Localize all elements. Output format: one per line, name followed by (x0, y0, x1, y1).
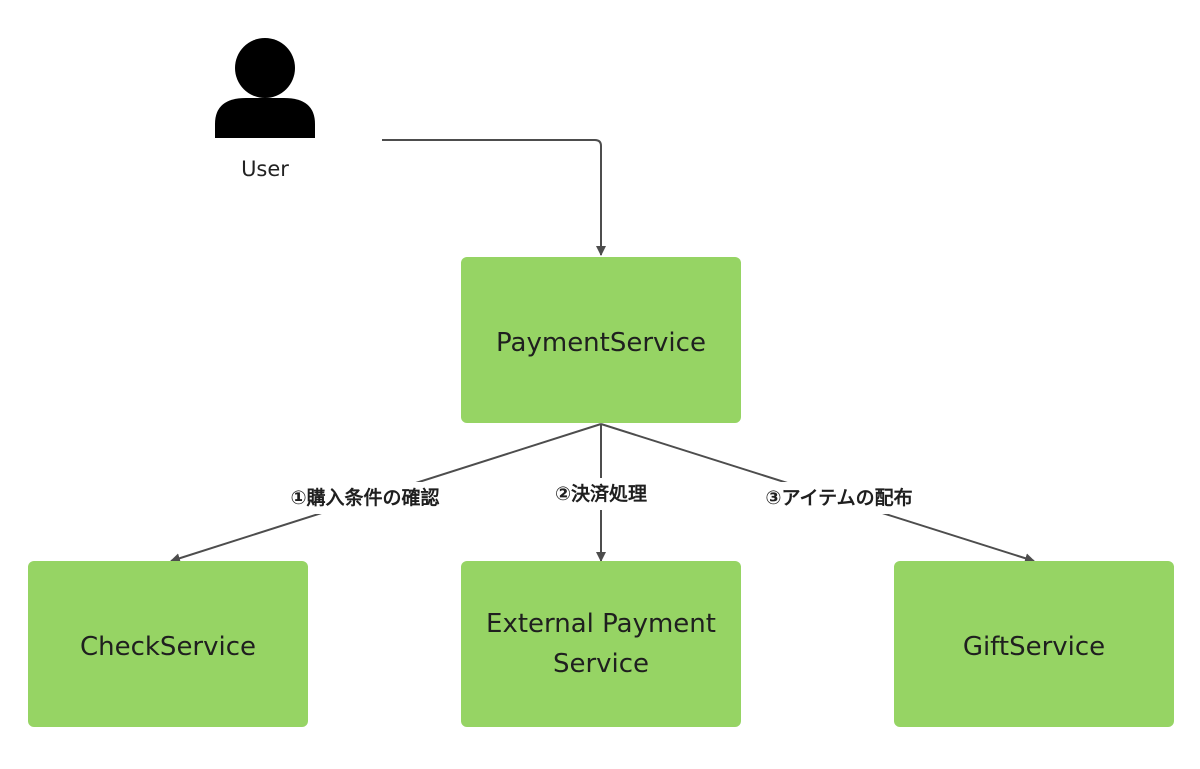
check-service-label: CheckService (80, 632, 256, 662)
user-icon (215, 38, 315, 138)
gift-service-label: GiftService (963, 632, 1105, 662)
edge-label-gift-text: ③アイテムの配布 (765, 486, 912, 509)
payment-service-label: PaymentService (496, 328, 706, 358)
external-payment-service-label-line2: Service (553, 649, 649, 679)
gift-service-node[interactable]: GiftService (894, 561, 1174, 727)
edge-label-check: ①購入条件の確認 (272, 482, 458, 514)
edge-label-gift: ③アイテムの配布 (748, 482, 930, 514)
edge-label-check-text: ①購入条件の確認 (290, 486, 439, 509)
edge-label-external: ②決済処理 (543, 478, 659, 510)
edge-user-to-payment (382, 139, 606, 256)
edge-label-external-text: ②決済処理 (555, 482, 647, 505)
payment-service-node[interactable]: PaymentService (461, 257, 741, 423)
user-actor[interactable]: User (215, 38, 315, 181)
external-payment-service-node[interactable]: External Payment Service (461, 561, 741, 727)
user-label: User (241, 157, 289, 181)
external-payment-service-label-line1: External Payment (486, 609, 716, 639)
check-service-node[interactable]: CheckService (28, 561, 308, 727)
